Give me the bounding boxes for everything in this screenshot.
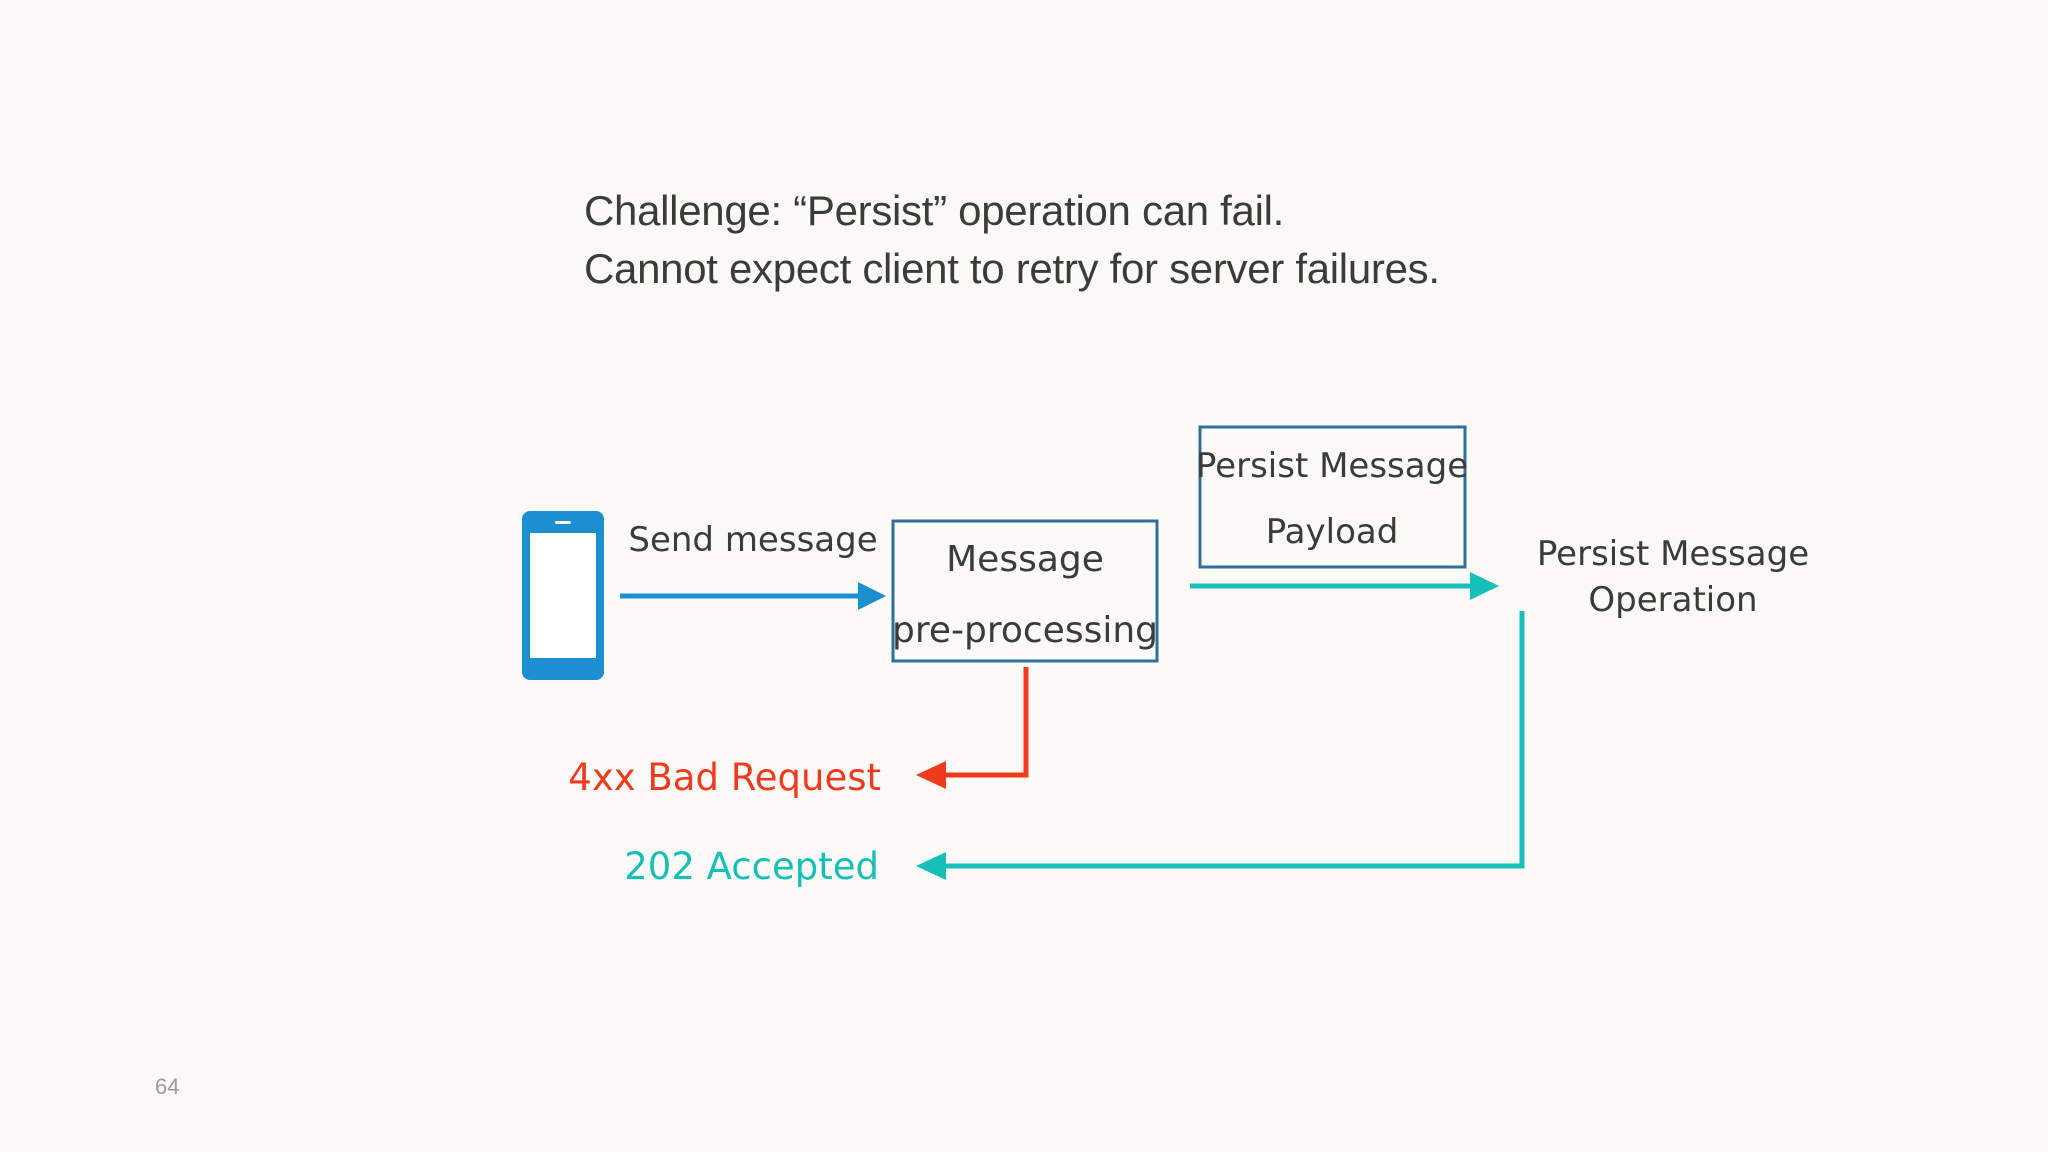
bad-request-label: 4xx Bad Request (568, 756, 881, 799)
persist-arrow (1190, 572, 1499, 600)
preprocessing-label-line2: pre-processing (892, 610, 1158, 651)
persist-payload-label-line2: Payload (1266, 512, 1399, 552)
send-message-arrow (620, 582, 886, 610)
persist-payload-label-line1: Persist Message (1196, 446, 1468, 486)
mobile-phone-icon (522, 511, 604, 680)
accepted-arrow (916, 611, 1525, 880)
slide-title: Challenge: “Persist” operation can fail.… (584, 182, 1584, 298)
bad-request-arrow (916, 667, 1029, 789)
persist-operation-label-line2: Operation (1588, 580, 1757, 620)
persist-operation-label-line1: Persist Message (1537, 534, 1809, 574)
title-line-1: Challenge: “Persist” operation can fail. (584, 187, 1285, 234)
slide-number: 64 (155, 1074, 180, 1099)
persist-payload-box (1198, 425, 1467, 569)
title-line-2: Cannot expect client to retry for server… (584, 245, 1440, 292)
send-message-label: Send message (628, 520, 877, 560)
preprocessing-label-line1: Message (946, 539, 1104, 580)
accepted-label: 202 Accepted (624, 845, 879, 888)
preprocessing-box (891, 519, 1159, 663)
